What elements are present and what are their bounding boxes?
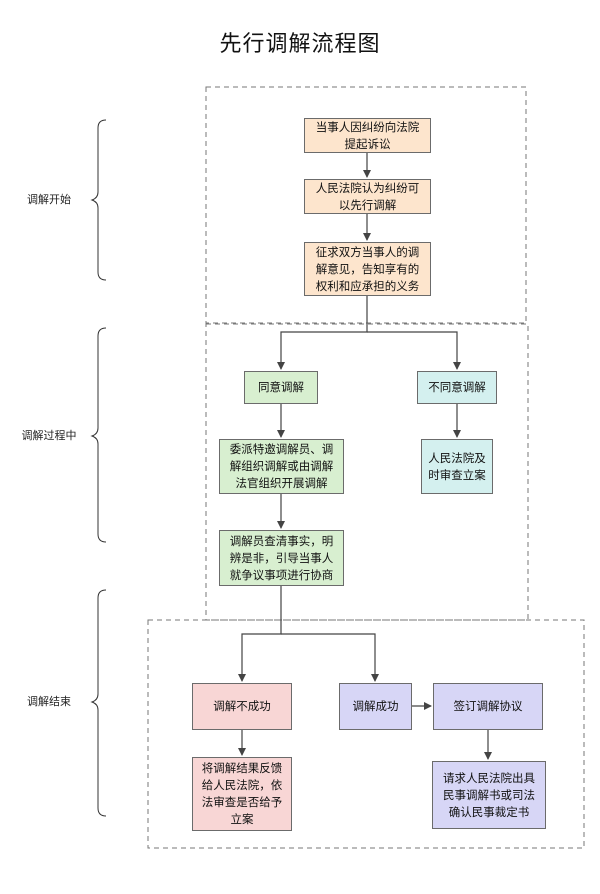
arrow-mediator-to-success — [281, 633, 379, 682]
stage-process-brace — [90, 327, 107, 543]
node-file-suit: 当事人因纠纷向法院提起诉讼 — [304, 118, 431, 153]
stage-label-start: 调解开始 — [27, 193, 71, 206]
stage-start-brace — [90, 119, 107, 281]
stage-end-brace — [90, 589, 107, 817]
node-report-result: 将调解结果反馈给人民法院，依法审查是否给予立案 — [192, 757, 292, 831]
node-disagree: 不同意调解 — [417, 371, 497, 404]
stage-label-end: 调解结束 — [27, 695, 71, 708]
node-court-file-case: 人民法院及时审查立案 — [421, 439, 493, 494]
node-sign-agreement: 签订调解协议 — [433, 683, 543, 730]
node-mediation-fail: 调解不成功 — [192, 683, 292, 730]
stage-label-process: 调解过程中 — [21, 429, 77, 442]
arrow-mediator-branch — [238, 586, 282, 682]
arrow-solicit-to-disagree — [367, 331, 461, 370]
arrow-solicit-branch — [277, 296, 368, 370]
node-court-recommends: 人民法院认为纠纷可以先行调解 — [304, 179, 431, 214]
stage-start-container — [205, 86, 527, 324]
node-solicit-opinion: 征求双方当事人的调解意见，告知享有的权利和应承担的义务 — [304, 242, 431, 296]
node-issue-documents: 请求人民法院出具民事调解书或司法确认民事裁定书 — [432, 761, 546, 829]
node-mediation-success: 调解成功 — [339, 683, 412, 730]
node-mediator-facts: 调解员查清事实，明辨是非，引导当事人就争议事项进行协商 — [219, 530, 344, 586]
page-title: 先行调解流程图 — [219, 32, 381, 57]
node-agree: 同意调解 — [244, 371, 318, 404]
node-entrust-mediation: 委派特邀调解员、调解组织调解或由调解法官组织开展调解 — [219, 439, 344, 494]
stage-end-container — [147, 619, 585, 849]
